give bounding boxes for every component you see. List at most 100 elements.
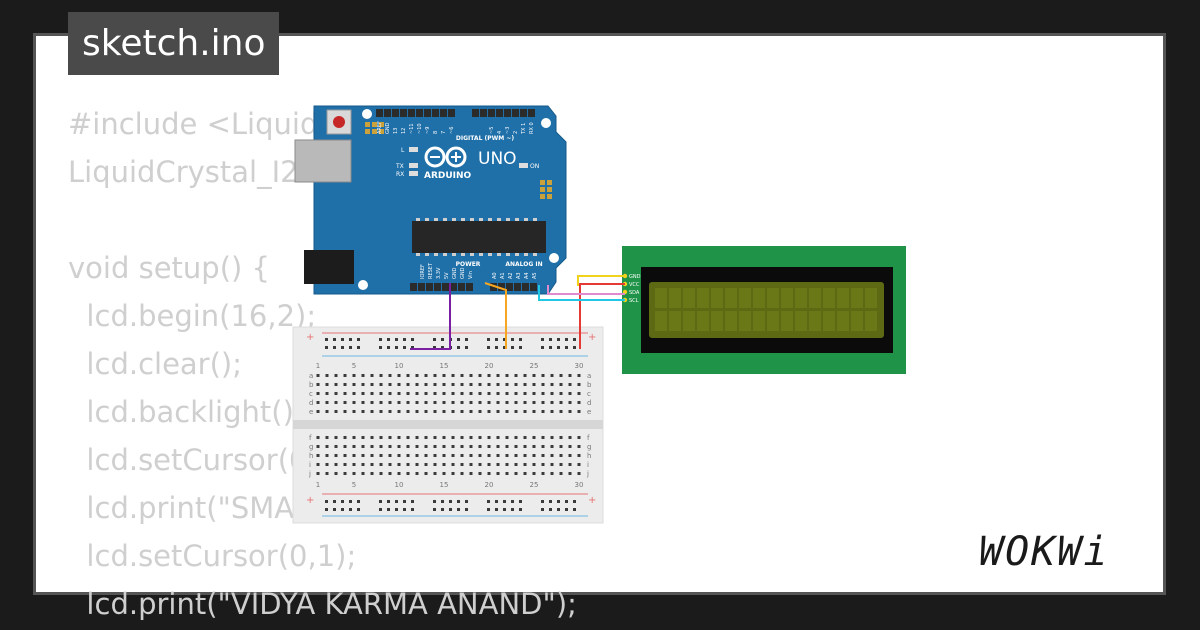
breadboard-hole[interactable] <box>469 383 473 386</box>
code-line[interactable]: lcd.setCursor(0,1); <box>68 539 357 573</box>
breadboard-hole[interactable] <box>457 500 460 503</box>
breadboard-hole[interactable] <box>550 472 554 475</box>
breadboard-hole[interactable] <box>557 346 560 349</box>
breadboard-hole[interactable] <box>519 500 522 503</box>
breadboard-hole[interactable] <box>519 338 522 341</box>
breadboard-hole[interactable] <box>388 472 392 475</box>
breadboard-hole[interactable] <box>532 454 536 457</box>
header-pin[interactable] <box>450 283 457 291</box>
breadboard-hole[interactable] <box>357 508 360 511</box>
breadboard-hole[interactable] <box>514 472 518 475</box>
breadboard-hole[interactable] <box>457 346 460 349</box>
breadboard-hole[interactable] <box>541 508 544 511</box>
breadboard-hole[interactable] <box>532 401 536 404</box>
breadboard-hole[interactable] <box>451 383 455 386</box>
breadboard-hole[interactable] <box>487 500 490 503</box>
breadboard-hole[interactable] <box>469 445 473 448</box>
header-pin[interactable] <box>498 283 505 291</box>
wire-pink[interactable] <box>547 285 625 295</box>
header-pin[interactable] <box>376 109 383 117</box>
breadboard-hole[interactable] <box>523 454 527 457</box>
breadboard-hole[interactable] <box>379 383 383 386</box>
breadboard-hole[interactable] <box>465 500 468 503</box>
breadboard-hole[interactable] <box>451 410 455 413</box>
breadboard-hole[interactable] <box>487 463 491 466</box>
breadboard-hole[interactable] <box>424 445 428 448</box>
breadboard-hole[interactable] <box>577 472 581 475</box>
breadboard-hole[interactable] <box>379 454 383 457</box>
breadboard-hole[interactable] <box>460 436 464 439</box>
breadboard-hole[interactable] <box>559 436 563 439</box>
breadboard-hole[interactable] <box>577 392 581 395</box>
breadboard-hole[interactable] <box>415 392 419 395</box>
breadboard-hole[interactable] <box>433 463 437 466</box>
header-pin[interactable] <box>440 109 447 117</box>
breadboard-hole[interactable] <box>505 383 509 386</box>
breadboard-hole[interactable] <box>361 383 365 386</box>
breadboard-hole[interactable] <box>523 410 527 413</box>
header-pin[interactable] <box>442 283 449 291</box>
breadboard-hole[interactable] <box>361 454 365 457</box>
breadboard-hole[interactable] <box>361 374 365 377</box>
breadboard-hole[interactable] <box>565 500 568 503</box>
code-line[interactable]: lcd.backlight(); <box>68 395 304 429</box>
breadboard-hole[interactable] <box>568 392 572 395</box>
breadboard-hole[interactable] <box>403 338 406 341</box>
breadboard-hole[interactable] <box>487 401 491 404</box>
breadboard-hole[interactable] <box>505 463 509 466</box>
header-pin[interactable] <box>530 283 537 291</box>
breadboard-hole[interactable] <box>361 401 365 404</box>
breadboard-hole[interactable] <box>433 508 436 511</box>
code-line[interactable]: lcd.print("VIDYA KARMA ANAND"); <box>68 587 577 621</box>
breadboard-hole[interactable] <box>568 436 572 439</box>
breadboard-hole[interactable] <box>505 436 509 439</box>
breadboard-hole[interactable] <box>565 338 568 341</box>
breadboard-hole[interactable] <box>442 472 446 475</box>
breadboard-hole[interactable] <box>334 374 338 377</box>
breadboard-hole[interactable] <box>565 346 568 349</box>
breadboard-hole[interactable] <box>511 338 514 341</box>
breadboard-hole[interactable] <box>395 508 398 511</box>
breadboard-hole[interactable] <box>532 436 536 439</box>
breadboard-hole[interactable] <box>487 472 491 475</box>
breadboard-hole[interactable] <box>457 338 460 341</box>
header-pin[interactable] <box>384 109 391 117</box>
breadboard-hole[interactable] <box>460 374 464 377</box>
breadboard-hole[interactable] <box>442 463 446 466</box>
breadboard-hole[interactable] <box>343 392 347 395</box>
breadboard-hole[interactable] <box>357 338 360 341</box>
breadboard-hole[interactable] <box>568 472 572 475</box>
breadboard-hole[interactable] <box>325 436 329 439</box>
breadboard-hole[interactable] <box>523 383 527 386</box>
header-pin[interactable] <box>410 283 417 291</box>
breadboard-hole[interactable] <box>379 508 382 511</box>
breadboard-hole[interactable] <box>519 346 522 349</box>
breadboard-hole[interactable] <box>541 383 545 386</box>
breadboard-hole[interactable] <box>343 436 347 439</box>
breadboard-hole[interactable] <box>487 346 490 349</box>
breadboard-hole[interactable] <box>316 392 320 395</box>
breadboard-hole[interactable] <box>496 410 500 413</box>
code-line[interactable]: void setup() { <box>68 251 270 285</box>
breadboard-hole[interactable] <box>577 401 581 404</box>
header-pin[interactable] <box>520 109 527 117</box>
breadboard-hole[interactable] <box>550 410 554 413</box>
breadboard-hole[interactable] <box>503 500 506 503</box>
header-pin[interactable] <box>466 283 473 291</box>
breadboard-hole[interactable] <box>316 472 320 475</box>
breadboard-hole[interactable] <box>379 410 383 413</box>
breadboard-hole[interactable] <box>397 436 401 439</box>
code-line[interactable]: lcd.begin(16,2); <box>68 299 317 333</box>
breadboard-hole[interactable] <box>496 401 500 404</box>
breadboard-hole[interactable] <box>325 508 328 511</box>
breadboard-hole[interactable] <box>478 392 482 395</box>
breadboard-hole[interactable] <box>341 500 344 503</box>
breadboard-hole[interactable] <box>441 508 444 511</box>
breadboard-hole[interactable] <box>349 508 352 511</box>
breadboard-hole[interactable] <box>316 374 320 377</box>
breadboard-hole[interactable] <box>411 500 414 503</box>
breadboard-hole[interactable] <box>325 410 329 413</box>
breadboard-hole[interactable] <box>343 463 347 466</box>
breadboard-hole[interactable] <box>478 463 482 466</box>
breadboard-hole[interactable] <box>487 436 491 439</box>
